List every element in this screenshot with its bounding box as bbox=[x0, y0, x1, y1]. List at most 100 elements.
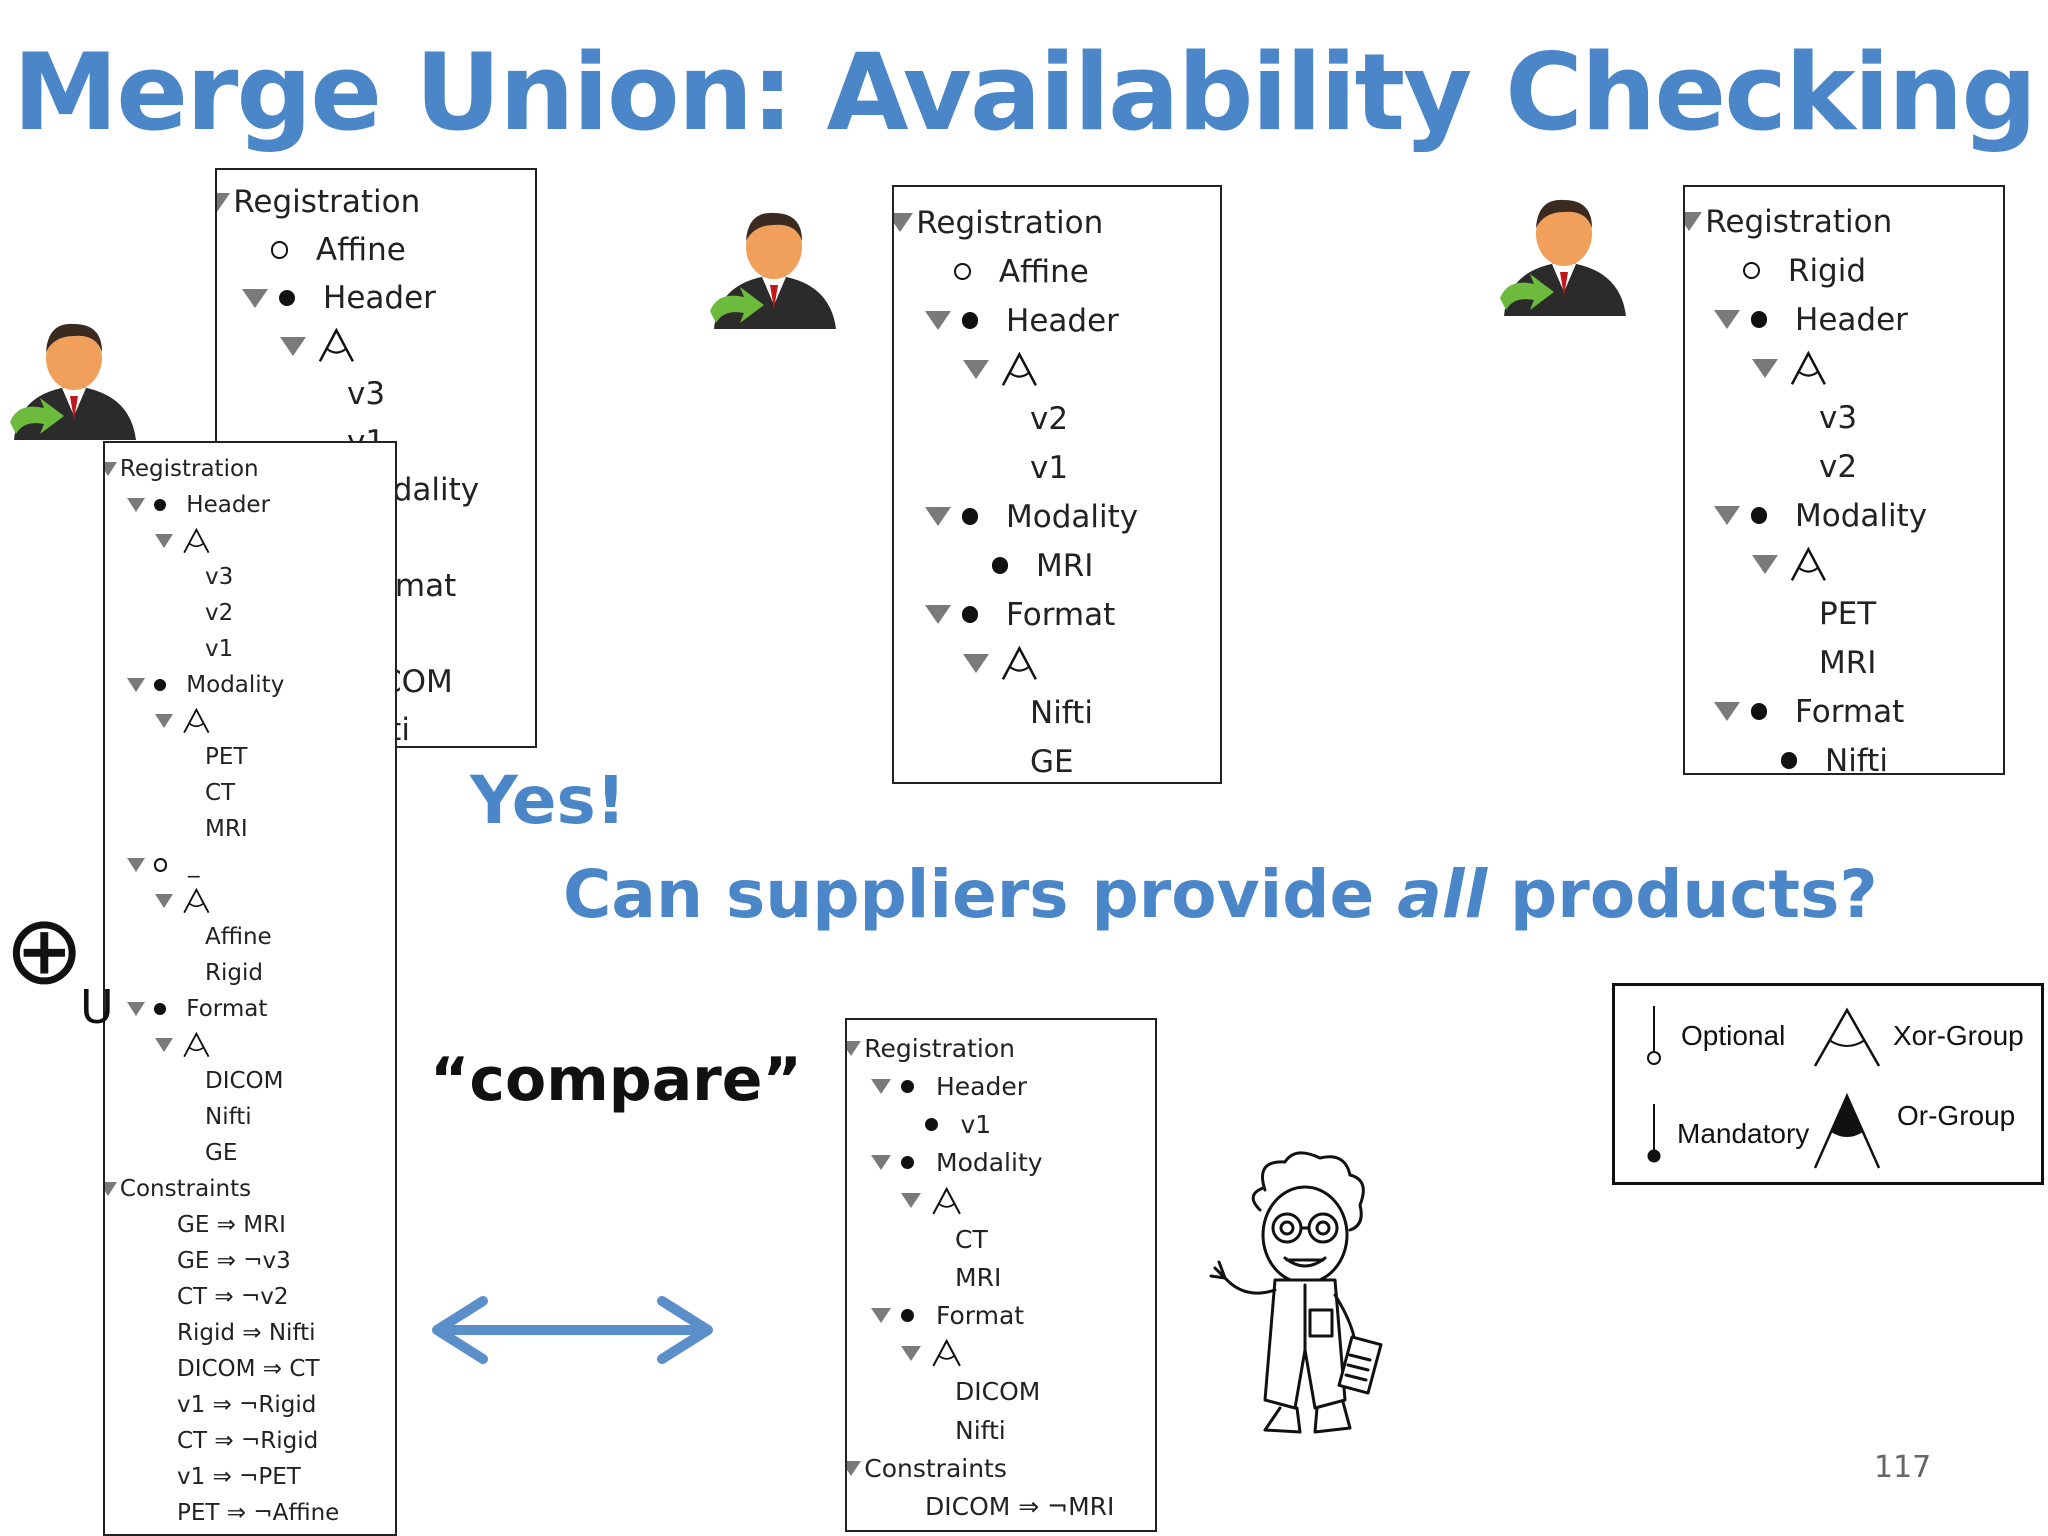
tree-node: Format bbox=[1713, 687, 1904, 736]
tree-node-label: v3 bbox=[347, 376, 386, 412]
optional-circle-icon bbox=[954, 262, 972, 280]
tree-node-label: CT ⇒ ¬v2 bbox=[177, 1284, 289, 1310]
tree-node-label: DICOM ⇒ CT bbox=[177, 1356, 320, 1382]
tree-node: Rigid bbox=[205, 955, 263, 991]
mandatory-dot-icon bbox=[925, 1117, 938, 1131]
expand-triangle-icon bbox=[901, 1193, 922, 1209]
expand-triangle-icon bbox=[1713, 506, 1740, 525]
tree-node: v1 bbox=[1030, 443, 1068, 492]
tree-node: v2 bbox=[1819, 442, 1857, 491]
expand-triangle-icon bbox=[847, 1460, 862, 1476]
expand-triangle-icon bbox=[279, 336, 306, 356]
expand-triangle-icon bbox=[105, 1182, 118, 1196]
union-subscript: U bbox=[80, 980, 114, 1034]
tree-node: MRI bbox=[955, 1258, 1001, 1296]
tree-node-label: MRI bbox=[205, 816, 248, 842]
tree-node: Header bbox=[241, 274, 436, 322]
tree-node bbox=[1751, 540, 1828, 589]
tree-node: v2 bbox=[205, 595, 233, 631]
tree-node-label: DICOM bbox=[205, 1068, 284, 1094]
compare-label: “compare” bbox=[430, 1045, 802, 1115]
tree-node: Registration bbox=[847, 1029, 1016, 1067]
tree-node-label: Registration bbox=[864, 1033, 1016, 1063]
tree-node-label: Header bbox=[1006, 302, 1119, 339]
tree-node-label: v1 ⇒ ¬Rigid bbox=[177, 1392, 317, 1418]
mandatory-dot-icon bbox=[962, 508, 979, 525]
tree-node: Constraints bbox=[847, 1449, 1007, 1487]
tree-node-label: Nifti bbox=[955, 1415, 1006, 1445]
tree-node: GE bbox=[1030, 737, 1074, 782]
tree-node-label: v1 bbox=[1030, 449, 1069, 486]
tree-node bbox=[901, 1182, 962, 1220]
expand-triangle-icon bbox=[155, 534, 174, 548]
xor-group-icon bbox=[317, 328, 356, 364]
mandatory-dot-icon bbox=[900, 1156, 914, 1170]
tree-node: DICOM ⇒ ¬MRI bbox=[925, 1487, 1114, 1525]
tree-node-label: v2 bbox=[1030, 400, 1069, 437]
optional-circle-icon bbox=[153, 858, 168, 872]
tree-node: GE ⇒ MRI bbox=[177, 1207, 286, 1243]
oplus-symbol: ⊕ bbox=[4, 894, 85, 1006]
legend-xor-label: Xor-Group bbox=[1893, 1020, 2024, 1051]
tree-node: Format bbox=[871, 1296, 1024, 1334]
tree-node bbox=[901, 1335, 962, 1373]
supplier-avatar-icon bbox=[1500, 199, 1626, 316]
tree-node-label: PET bbox=[1819, 595, 1877, 632]
tree-node: Registration bbox=[217, 178, 420, 226]
tree-node-label: Affine bbox=[205, 924, 272, 950]
mandatory-symbol-icon bbox=[1647, 1104, 1661, 1163]
expand-triangle-icon bbox=[127, 858, 146, 872]
expand-triangle-icon bbox=[127, 678, 146, 692]
tree-node bbox=[155, 523, 210, 559]
tree-node-label: Rigid bbox=[205, 960, 263, 986]
expand-triangle-icon bbox=[155, 1038, 174, 1052]
question-emphasis: all bbox=[1397, 856, 1488, 933]
xor-group-icon bbox=[931, 1186, 962, 1216]
expand-triangle-icon bbox=[1713, 310, 1740, 329]
legend-box: Optional Xor-Group Mandatory Or-Group bbox=[1612, 983, 2044, 1185]
tree-node: CT bbox=[205, 775, 235, 811]
tree-node-label: Header bbox=[936, 1071, 1028, 1101]
tree-node-label: GE bbox=[205, 1140, 238, 1166]
xor-group-icon bbox=[182, 887, 211, 914]
double-arrow-icon bbox=[432, 1296, 713, 1364]
tree-node: MRI bbox=[205, 811, 248, 847]
question-post: products? bbox=[1487, 856, 1878, 933]
tree-node-label: Nifti bbox=[1825, 742, 1888, 775]
tree-node-label: Nifti bbox=[205, 1104, 252, 1130]
tree-node bbox=[155, 883, 210, 919]
tree-node: MRI bbox=[992, 541, 1093, 590]
xor-group-icon bbox=[182, 1031, 211, 1058]
expand-triangle-icon bbox=[1751, 555, 1778, 574]
tree-node-label: Header bbox=[186, 492, 271, 518]
legend-or-label: Or-Group bbox=[1897, 1100, 2016, 1131]
tree-node: Nifti bbox=[955, 1411, 1006, 1449]
tree-node: DICOM bbox=[205, 1063, 284, 1099]
expand-triangle-icon bbox=[924, 605, 951, 624]
tree-node: Constraints bbox=[105, 1171, 251, 1207]
xor-group-icon bbox=[1000, 351, 1039, 388]
tree-node: v3 bbox=[347, 370, 385, 418]
tree-node: Header bbox=[924, 296, 1119, 345]
mandatory-dot-icon bbox=[1751, 507, 1768, 524]
tree-node-label: v3 bbox=[205, 564, 234, 590]
expand-triangle-icon bbox=[155, 714, 174, 728]
slide-title: Merge Union: Availability Checking bbox=[12, 31, 2038, 154]
tree-node: Registration bbox=[1685, 197, 1892, 246]
tree-node-label: Modality bbox=[1795, 497, 1928, 534]
expand-triangle-icon bbox=[127, 1002, 146, 1016]
mandatory-dot-icon bbox=[962, 312, 979, 329]
tree-node-label: CT bbox=[205, 780, 236, 806]
tree-node-label: Header bbox=[1795, 301, 1908, 338]
tree-node-label: CT ⇒ ¬Rigid bbox=[177, 1428, 319, 1454]
mandatory-dot-icon bbox=[153, 499, 166, 511]
mandatory-dot-icon bbox=[1781, 752, 1798, 769]
tree-node: Modality bbox=[924, 492, 1138, 541]
tree-node bbox=[279, 322, 356, 370]
tree-node-label: Affine bbox=[315, 232, 406, 268]
tree-node: PET ⇒ ¬Affine bbox=[177, 1495, 339, 1531]
tree-node: DICOM bbox=[955, 1373, 1040, 1411]
tree-node-label: GE bbox=[1030, 743, 1074, 780]
